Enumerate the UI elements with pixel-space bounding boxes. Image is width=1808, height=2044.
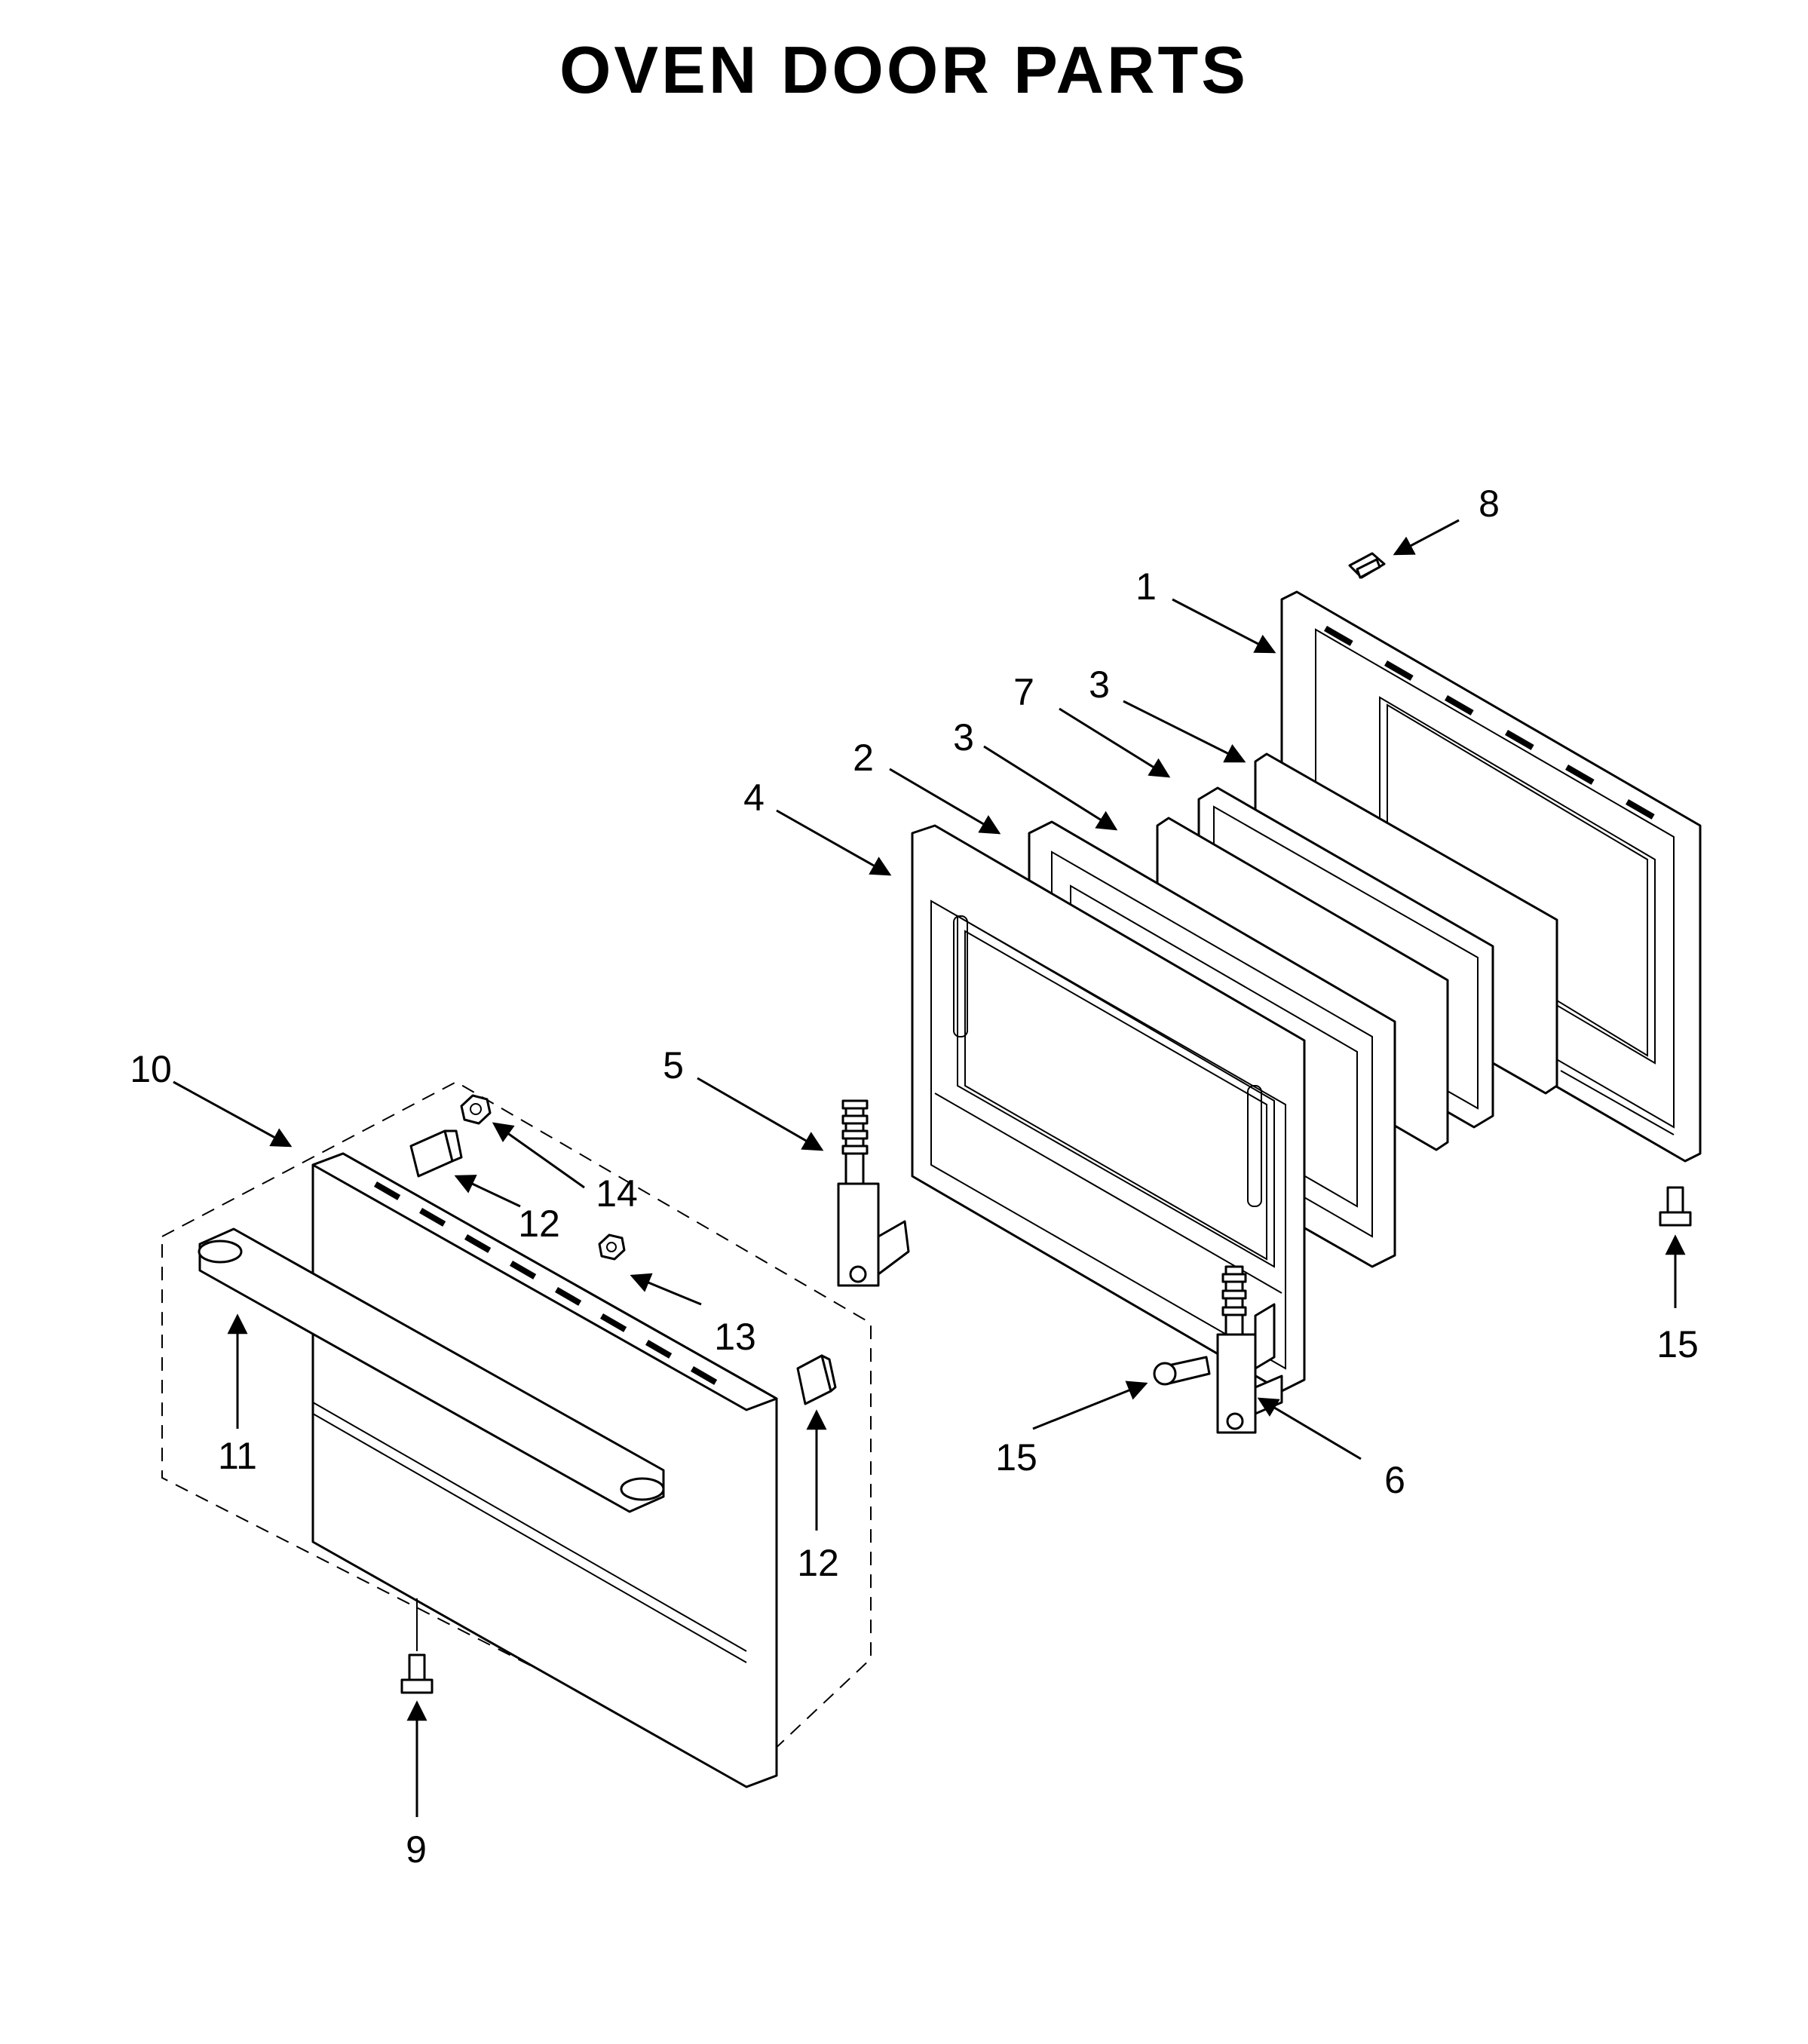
door-liner[interactable]	[911, 824, 1306, 1393]
hinge-left[interactable]	[837, 1099, 910, 1287]
callout-8: 8	[1479, 483, 1500, 525]
screw-bottom-right-15[interactable]	[1659, 1186, 1692, 1227]
callout-3a: 3	[953, 716, 974, 758]
callout-7: 7	[1013, 671, 1034, 713]
bracket-top-12[interactable]	[409, 1129, 463, 1178]
nut-13[interactable]	[598, 1233, 626, 1261]
screw-hinge-15[interactable]	[1153, 1356, 1211, 1386]
callout-labels: 1 8 3 7 3 2 4 5 6 15 15 10 14 12 13 11 1…	[130, 483, 1699, 1871]
callout-4: 4	[743, 777, 765, 819]
outer-door-panel-front[interactable]	[311, 1152, 778, 1788]
nut-14[interactable]	[460, 1094, 492, 1125]
callout-3b: 3	[1089, 663, 1110, 706]
leader-arrows	[173, 519, 1686, 1817]
hinge-right[interactable]	[1216, 1265, 1283, 1434]
callout-14: 14	[596, 1172, 638, 1215]
callout-11: 11	[218, 1435, 257, 1477]
callout-15b: 15	[1656, 1323, 1699, 1365]
callout-9: 9	[406, 1828, 427, 1871]
callout-10: 10	[130, 1048, 172, 1090]
callout-2: 2	[853, 737, 874, 779]
bracket-right-12[interactable]	[796, 1354, 837, 1405]
screw-top-8[interactable]	[1348, 552, 1386, 579]
callout-12b: 12	[797, 1542, 839, 1584]
door-handle[interactable]	[198, 1227, 665, 1513]
callout-1: 1	[1135, 565, 1157, 608]
callout-13: 13	[714, 1316, 756, 1358]
callout-12a: 12	[518, 1203, 560, 1245]
callout-5: 5	[663, 1044, 684, 1086]
outer-door-panel[interactable]	[1280, 590, 1702, 1163]
outer-door-assembly-outline	[161, 1080, 872, 1777]
callout-6: 6	[1384, 1459, 1405, 1501]
screw-bottom-9[interactable]	[400, 1598, 434, 1694]
page-title: OVEN DOOR PARTS	[559, 32, 1249, 107]
callout-15a: 15	[995, 1436, 1037, 1479]
